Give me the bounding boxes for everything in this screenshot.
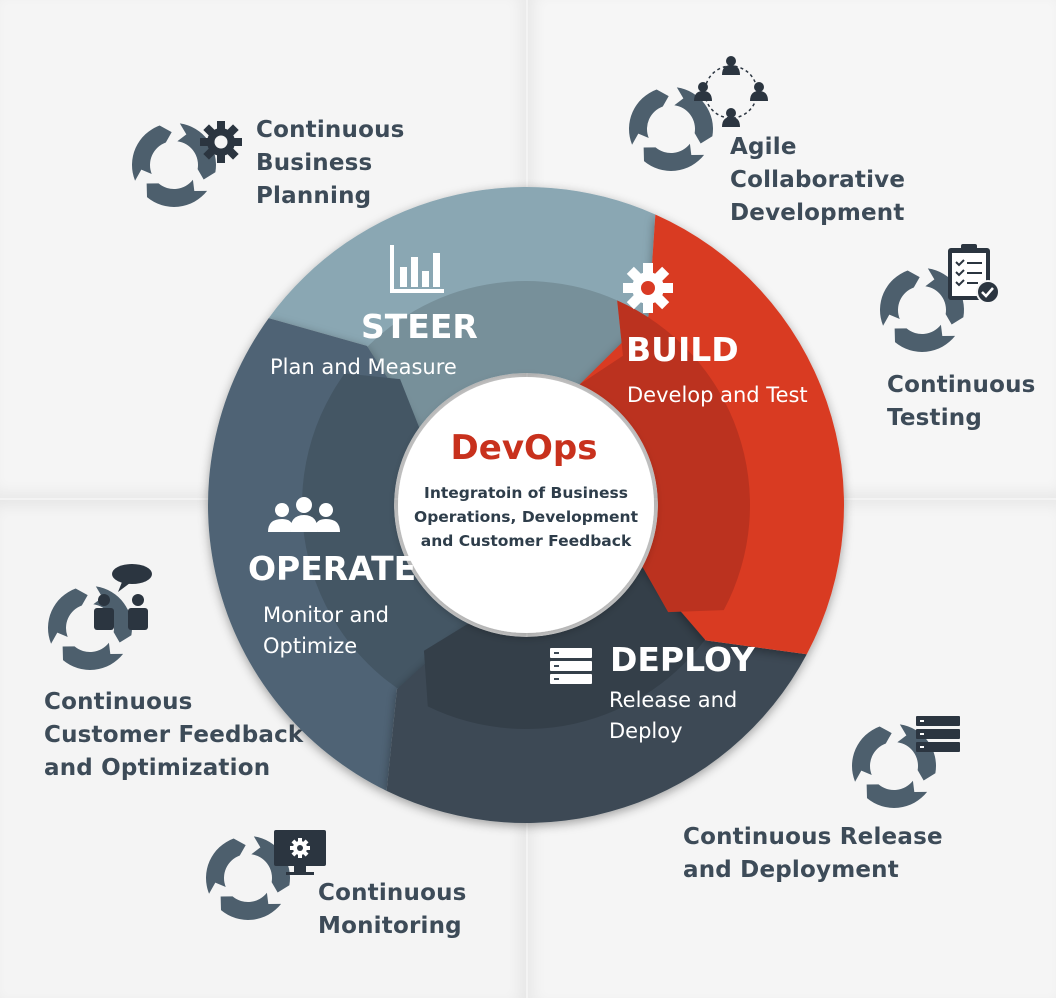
operate-team-icon xyxy=(266,496,342,538)
steer-segment-inner xyxy=(344,281,623,428)
cycle-arrows-icon xyxy=(629,87,713,171)
gear-icon xyxy=(200,121,242,163)
release-deployment-label: Continuous Release and Deployment xyxy=(683,824,943,883)
operate-segment-inner xyxy=(301,373,469,707)
cycle-arrows-icon xyxy=(852,724,936,808)
deploy-title: DEPLOY xyxy=(610,640,755,679)
business-planning-cycle-icon xyxy=(128,118,253,217)
steer-subtitle: Plan and Measure xyxy=(270,355,457,379)
build-segment xyxy=(579,214,844,655)
operate-title: OPERATE xyxy=(248,549,417,588)
build-subtitle: Develop and Test xyxy=(627,383,808,407)
monitoring-cycle-icon xyxy=(202,828,332,932)
build-segment-inner xyxy=(579,300,750,613)
cycle-arrows-icon xyxy=(880,268,964,352)
cycle-arrows-icon xyxy=(132,123,216,207)
operate-segment xyxy=(207,318,469,791)
operate-subtitle: Monitor and Optimize xyxy=(263,603,390,658)
center-title: DevOps xyxy=(450,428,598,468)
agile-development-label: Agile Collaborative Development xyxy=(730,134,906,226)
release-deployment-cycle-icon xyxy=(848,712,968,816)
bar-chart-icon xyxy=(390,245,444,297)
server-icon xyxy=(916,716,960,752)
deploy-segment-inner xyxy=(423,566,724,729)
monitoring-label: Continuous Monitoring xyxy=(318,880,467,939)
deploy-server-icon xyxy=(550,648,592,688)
center-subtitle: Integratoin of Business Operations, Deve… xyxy=(414,484,638,550)
testing-label: Continuous Testing xyxy=(887,372,1036,431)
steer-segment xyxy=(268,187,656,428)
customer-feedback-label: Continuous Customer Feedback and Optimiz… xyxy=(44,689,304,781)
steer-title: STEER xyxy=(361,307,478,346)
chat-people-icon xyxy=(94,564,152,630)
deploy-segment xyxy=(386,566,807,823)
deploy-subtitle: Release and Deploy xyxy=(609,688,738,743)
center-hub xyxy=(398,377,654,633)
monitor-gear-icon xyxy=(274,830,326,875)
build-title: BUILD xyxy=(626,330,739,369)
customer-feedback-cycle-icon xyxy=(44,562,169,678)
cycle-arrows-icon xyxy=(206,836,290,920)
people-network-icon xyxy=(694,56,768,127)
checklist-icon xyxy=(948,244,1000,304)
testing-cycle-icon xyxy=(876,238,1006,362)
agile-development-cycle-icon xyxy=(625,56,775,185)
build-gear-icon xyxy=(622,262,674,318)
business-planning-label: Continuous Business Planning xyxy=(256,117,405,209)
